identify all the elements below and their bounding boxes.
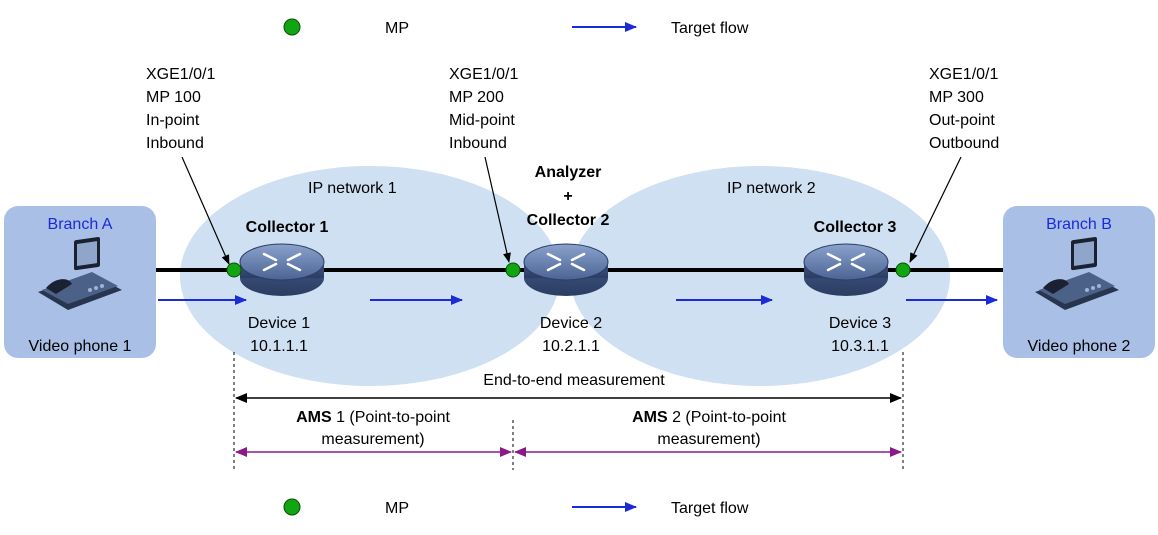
- mp-200-dir: Inbound: [449, 135, 507, 152]
- mp-200-pointer: [484, 156, 511, 263]
- mp-200-dot: [505, 262, 521, 278]
- ams-2-label-line2: measurement): [657, 431, 760, 448]
- video-phone-2: [1035, 236, 1119, 310]
- device-1-ip: 10.1.1.1: [250, 338, 308, 355]
- mp-100-pointer: [181, 156, 230, 265]
- mp-300-id: MP 300: [929, 89, 984, 106]
- device-2-router: [523, 243, 609, 296]
- legend-mp-label: MP: [385, 500, 409, 517]
- ams-1-label-line2: measurement): [321, 431, 424, 448]
- collector-2-label: Collector 2: [527, 212, 610, 229]
- device-3-name: Device 3: [829, 315, 891, 332]
- mp-100-dot: [226, 262, 242, 278]
- ip-network-2-label: IP network 2: [727, 180, 816, 197]
- router-icon: [239, 243, 325, 281]
- legend-flow-label: Target flow: [671, 500, 749, 517]
- device-1-router: [239, 243, 325, 296]
- branch-a-label: Branch A: [48, 216, 113, 233]
- device-3-router: [803, 243, 889, 296]
- video-phone-2-label: Video phone 2: [1028, 338, 1131, 355]
- mp-200-id: MP 200: [449, 89, 504, 106]
- ams-1-label: AMS 1 (Point-to-point: [296, 409, 450, 426]
- ip-network-1-label: IP network 1: [308, 180, 397, 197]
- legend-bottom: MP Target flow: [283, 498, 749, 517]
- end-to-end-label: End-to-end measurement: [483, 372, 665, 389]
- mp-300-point: Out-point: [929, 112, 995, 129]
- mp-legend-icon: [283, 498, 301, 516]
- mp-300-callout: XGE1/0/1 MP 300 Out-point Outbound: [909, 66, 999, 263]
- ams-2-label: AMS 2 (Point-to-point: [632, 409, 786, 426]
- collector-1-label: Collector 1: [246, 219, 329, 236]
- mp-100-callout: XGE1/0/1 MP 100 In-point Inbound: [146, 66, 230, 265]
- device-2-ip: 10.2.1.1: [542, 338, 600, 355]
- mp-300-iface: XGE1/0/1: [929, 66, 998, 83]
- device-2-name: Device 2: [540, 315, 602, 332]
- mp-200-callout: XGE1/0/1 MP 200 Mid-point Inbound: [449, 66, 518, 263]
- mp-100-point: In-point: [146, 112, 200, 129]
- analyzer-label: Analyzer: [535, 164, 602, 181]
- legend-top: MP Target flow: [283, 18, 749, 37]
- mp-300-pointer: [909, 156, 962, 263]
- mp-100-dir: Inbound: [146, 135, 204, 152]
- device-3-ip: 10.3.1.1: [831, 338, 889, 355]
- router-icon: [803, 243, 889, 281]
- device-1-name: Device 1: [248, 315, 310, 332]
- legend-mp-label: MP: [385, 20, 409, 37]
- mp-100-iface: XGE1/0/1: [146, 66, 215, 83]
- mp-100-id: MP 100: [146, 89, 201, 106]
- mp-300-dir: Outbound: [929, 135, 999, 152]
- video-phone-1-label: Video phone 1: [29, 338, 132, 355]
- mp-200-point: Mid-point: [449, 112, 515, 129]
- legend-flow-label: Target flow: [671, 20, 749, 37]
- video-phone-1: [38, 236, 122, 310]
- collector-3-label: Collector 3: [814, 219, 897, 236]
- analyzer-plus-label: +: [563, 188, 572, 205]
- router-icon: [523, 243, 609, 281]
- ip-network-2-cloud: [570, 166, 950, 386]
- mp-300-dot: [895, 262, 911, 278]
- branch-b-label: Branch B: [1046, 216, 1112, 233]
- mp-200-iface: XGE1/0/1: [449, 66, 518, 83]
- ip-network-1-cloud: [180, 166, 560, 386]
- mp-legend-icon: [283, 18, 301, 36]
